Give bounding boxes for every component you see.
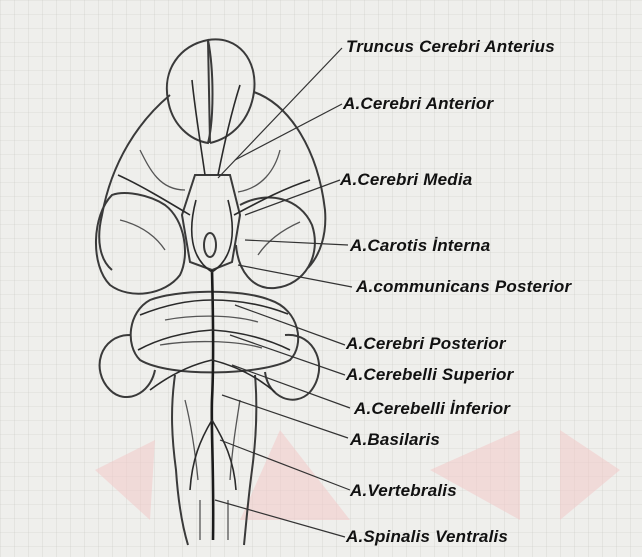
label-a-vertebralis: A.Vertebralis [350,482,457,499]
label-a-communicans-posterior: A.communicans Posterior [356,278,571,295]
label-a-cerebelli-inferior: A.Cerebelli İnferior [354,400,510,417]
label-a-cerebri-posterior: A.Cerebri Posterior [346,335,506,352]
basilar-artery [212,270,213,540]
label-a-cerebri-anterior: A.Cerebri Anterior [343,95,493,112]
label-a-cerebri-media: A.Cerebri Media [340,171,472,188]
label-a-spinalis-ventralis: A.Spinalis Ventralis [346,528,508,545]
label-a-carotis-interna: A.Carotis İnterna [350,237,490,254]
label-a-basilaris: A.Basilaris [350,431,440,448]
label-a-cerebelli-superior: A.Cerebelli Superior [346,366,513,383]
label-truncus-cerebri-anterius: Truncus Cerebri Anterius [346,38,555,55]
